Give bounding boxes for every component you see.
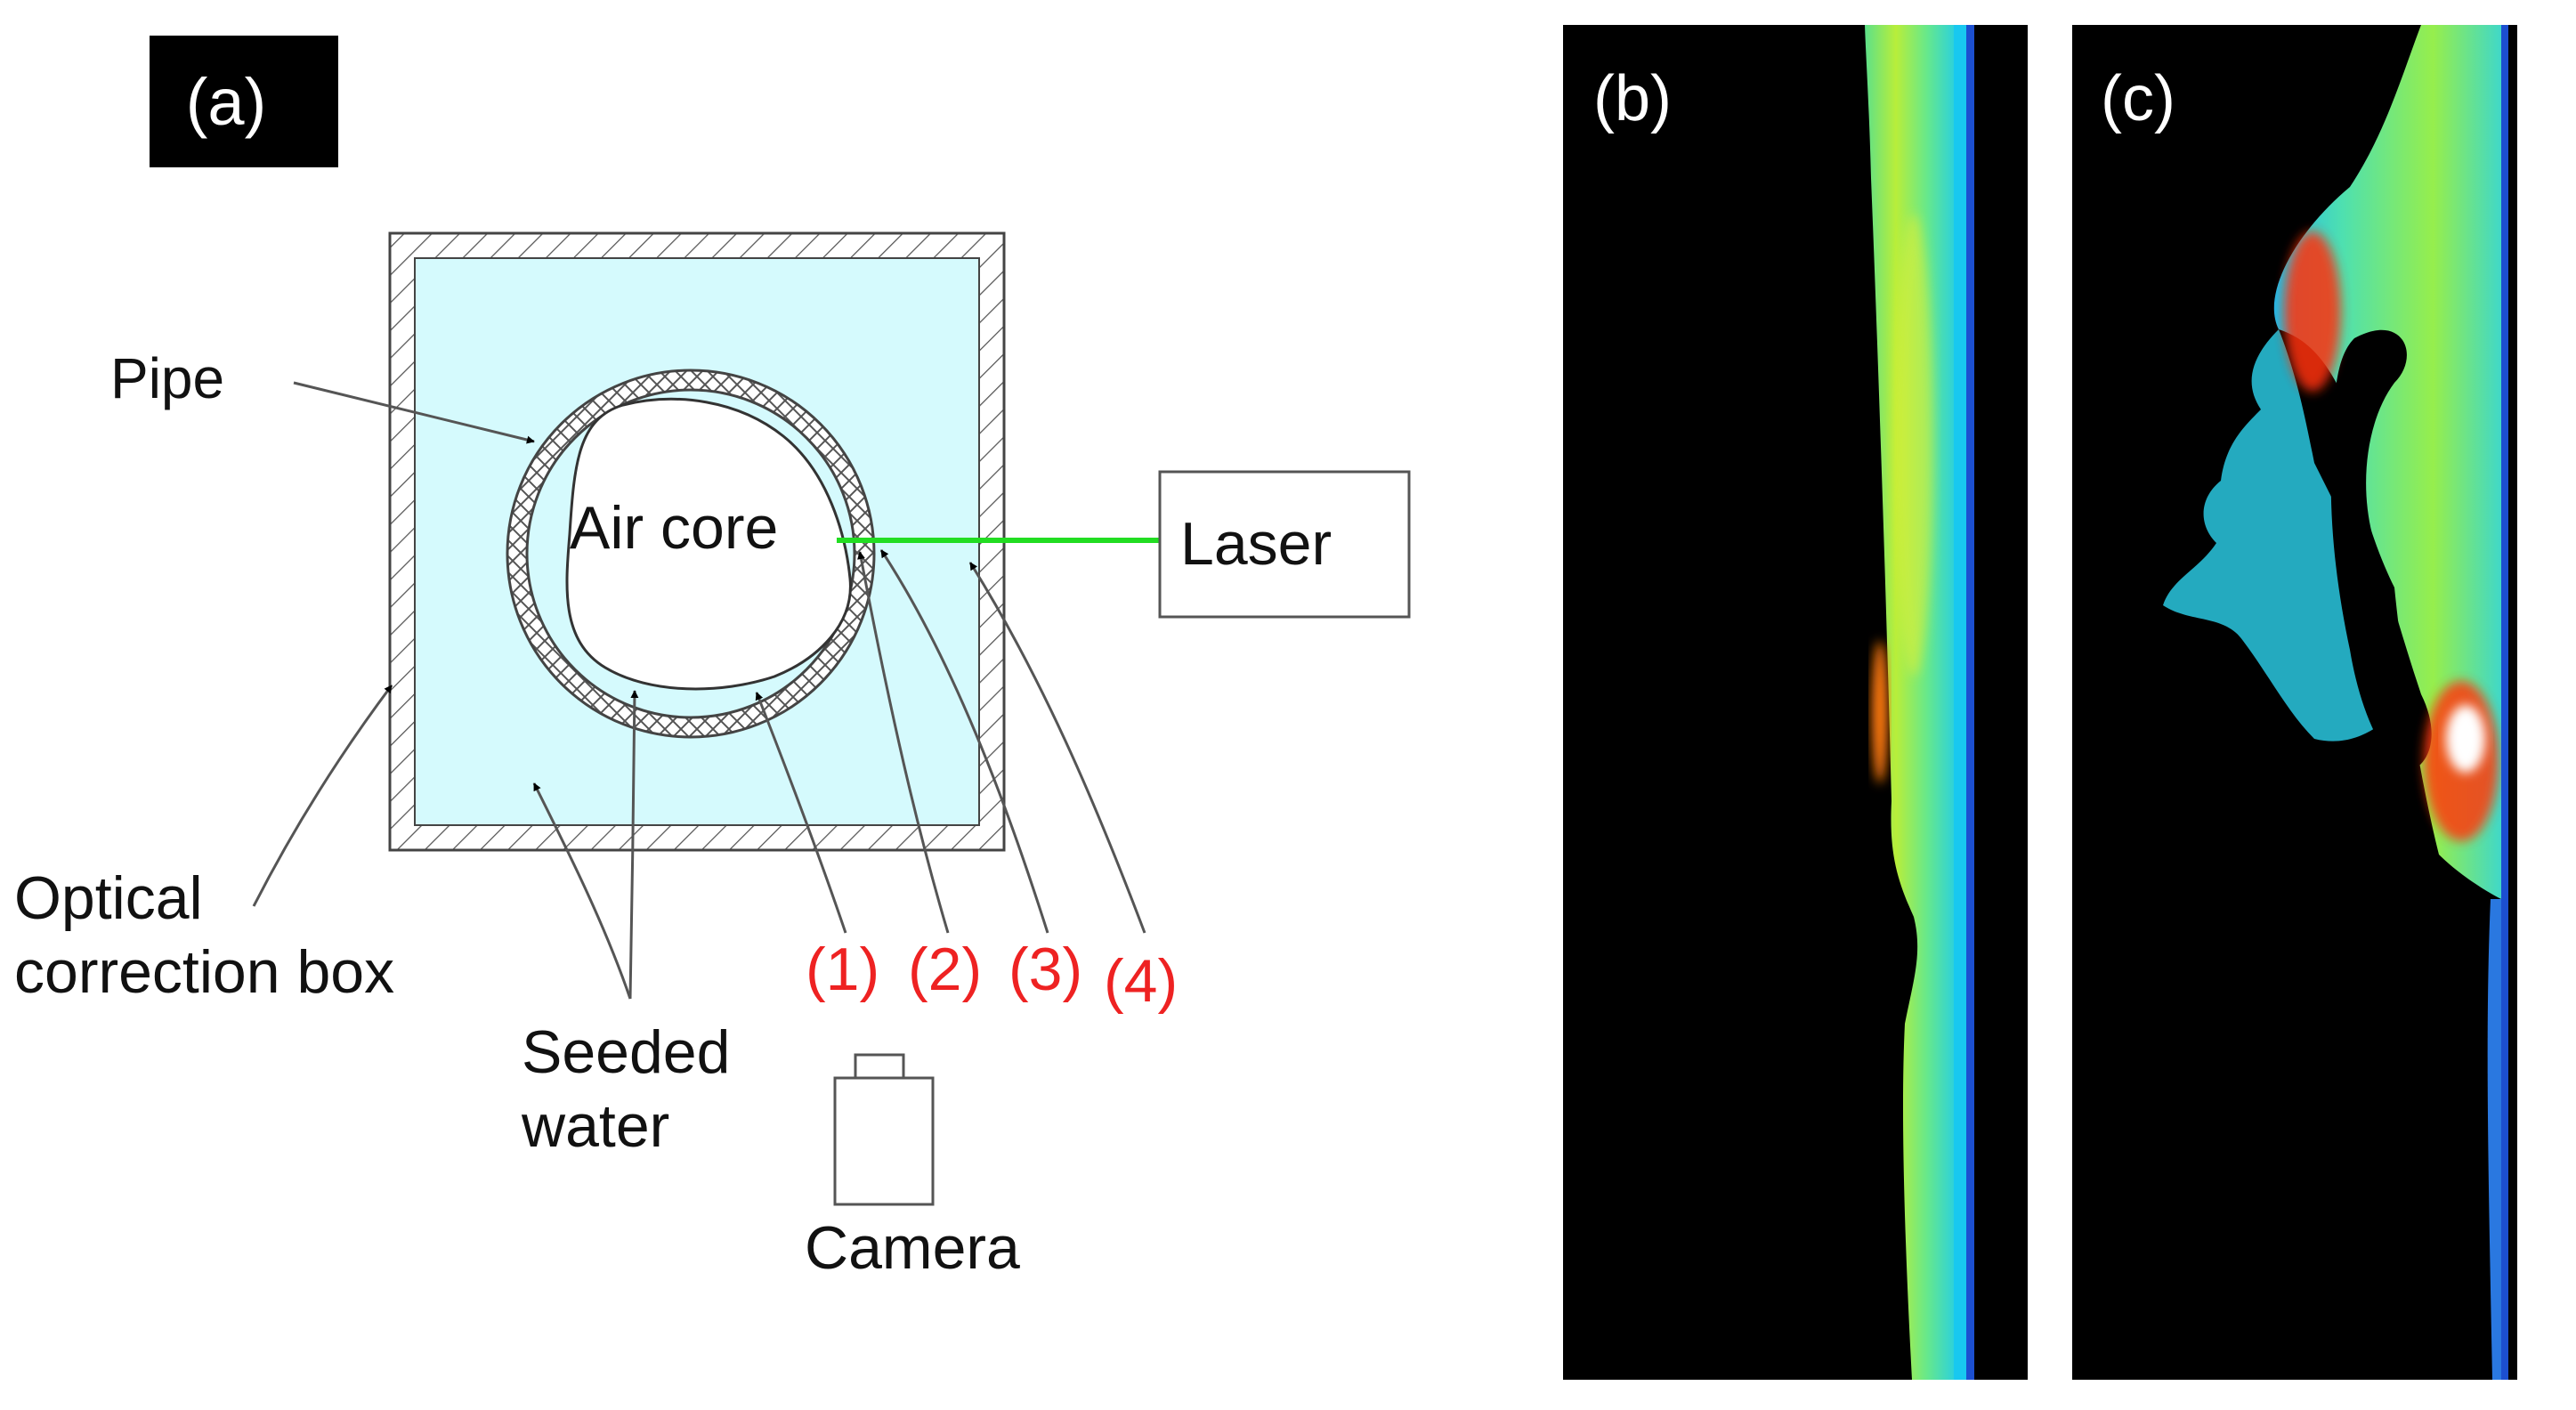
marker-2-label: (2) bbox=[908, 936, 982, 1003]
panel-c-wall bbox=[2501, 25, 2508, 1380]
pipe-arrow bbox=[293, 381, 535, 444]
marker-2-arrow bbox=[857, 551, 950, 934]
marker-3-label: (3) bbox=[1009, 936, 1082, 1003]
panel-b-label: (b) bbox=[1593, 63, 1672, 134]
laser-label: Laser bbox=[1180, 510, 1332, 578]
marker-1-label: (1) bbox=[806, 936, 879, 1003]
marker-4-label: (4) bbox=[1104, 947, 1178, 1015]
marker-3-arrow bbox=[879, 549, 1049, 934]
marker-4-arrow bbox=[968, 562, 1146, 934]
air-core bbox=[565, 397, 852, 691]
seeded-label-line2: water bbox=[521, 1092, 669, 1160]
panel-c-jet bbox=[2487, 899, 2503, 1380]
marker-1-arrow bbox=[755, 692, 847, 934]
air-core-label: Air core bbox=[570, 494, 778, 562]
water-arrow-2 bbox=[628, 690, 639, 1000]
panel-c-flow-field bbox=[2273, 25, 2501, 899]
leader-arrows bbox=[252, 381, 1146, 1000]
panel-c-hot-spot-1 bbox=[2284, 231, 2341, 392]
panel-a-label: (a) bbox=[186, 65, 266, 139]
water-arrow-1 bbox=[532, 782, 632, 1000]
panel-b-high-spot bbox=[1872, 641, 1888, 783]
optical-label-line1: Optical bbox=[14, 864, 203, 932]
optical-label-line2: correction box bbox=[14, 938, 394, 1006]
panel-c-label: (c) bbox=[2101, 63, 2175, 134]
panel-c: (c) bbox=[2072, 25, 2517, 1380]
panel-a-label-bg bbox=[150, 36, 338, 167]
panel-a: (a) bbox=[14, 36, 1411, 1282]
panel-b: (b) bbox=[1563, 25, 2028, 1380]
panel-c-white-spot bbox=[2446, 705, 2485, 773]
panel-b-wall-edge bbox=[1966, 25, 1974, 1380]
panel-c-dark-core bbox=[2330, 329, 2432, 774]
pipe-label: Pipe bbox=[110, 346, 224, 410]
camera-icon bbox=[833, 1053, 935, 1206]
seeded-label-line1: Seeded bbox=[522, 1018, 730, 1086]
box-arrow bbox=[252, 685, 393, 907]
camera-label: Camera bbox=[805, 1214, 1020, 1282]
panel-b-wall-glow bbox=[1954, 25, 1966, 1380]
laser-box bbox=[1158, 470, 1411, 619]
panel-c-wisps bbox=[2163, 329, 2394, 741]
panel-b-mid-band bbox=[1894, 214, 1933, 677]
